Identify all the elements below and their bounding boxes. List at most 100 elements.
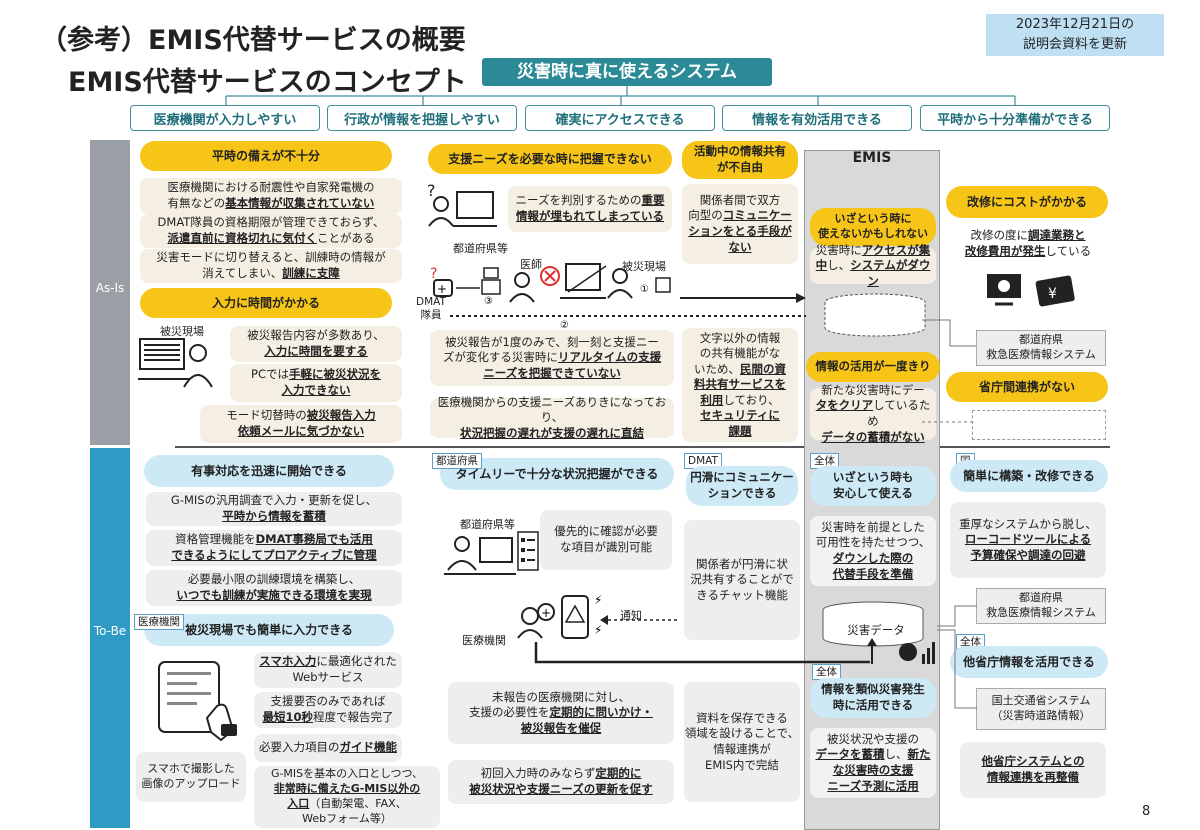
svg-text:⚡: ⚡ [594,593,602,607]
asis-heading-prep: 平時の備えが不十分 [140,141,392,171]
text: な災害時の支援 [832,763,914,777]
tobe-heading-quick: 有事対応を迅速に開始できる [144,455,394,487]
pc-money-icon: ¥ [987,274,1075,307]
asis-heading-needs: 支援ニーズを必要な時に把握できない [428,144,672,174]
text: 派遣直前に資格切れに気付く [167,231,318,245]
text: 関係者が円滑に状 [696,556,788,571]
text: PCでは [251,367,289,382]
text: ニーズを把握できていない [483,365,621,380]
tobe-side-bar [90,448,130,828]
text: Webサービス [292,670,364,684]
pref-user-icon: ? [427,181,497,227]
text: 依頼メールに気づかない [237,424,365,438]
text: EMIS内で完結 [705,757,779,772]
text: ションをとる手段が [688,224,792,238]
text: システムがダウン [850,258,931,288]
asis-box-dmat: DMAT隊員の資格期限が管理できておらず、 派遣直前に資格切れに気付くことがある [140,214,402,248]
concept-pill: 確実にアクセスできる [525,105,715,131]
text: ズが変化する災害時に [442,350,558,365]
text: 入力に時間を要する [264,344,368,358]
text: 消えてしまい、 [202,266,283,280]
pref-checklist-icon [444,531,539,575]
flow-arrows: ② [450,293,806,330]
database-icon [824,293,926,337]
text: 民間の資 [740,361,786,376]
tobe-box-train: 必要最小限の訓練環境を構築し、 いつでも訓練が実施できる環境を実現 [146,570,402,606]
text: 円滑にコミュニケー [690,470,794,485]
text: ローコードツールによる [964,532,1092,547]
text: 入力できない [281,383,351,397]
text: 予算確保や調達の回避 [970,547,1086,562]
text: ことがある [317,231,375,245]
text: 関係者間で双方 [699,192,781,207]
tobe-box-10sec: 支援要否のみであれば 最短10秒程度で報告完了 [254,692,402,728]
text: 領域を設けることで、 [684,726,800,741]
text: 況共有することがで [690,572,794,587]
text: ニーズを判別するための [515,193,642,208]
text: の共有機能がな [699,346,781,361]
text: 情報を類似災害発生 [821,682,925,697]
concept-pill: 情報を有効活用できる [722,105,912,131]
update-note-line: 2023年12月21日の [1015,17,1135,32]
text: 都道府県 [1019,333,1063,347]
svg-text:?: ? [430,266,437,282]
text: 使えないかもしれない [818,227,928,240]
text: いため、 [694,361,740,376]
db-chart-icon [867,638,935,664]
text: スマホで撮影した [147,762,235,776]
text: 救急医療情報システム [986,606,1096,619]
asis-box-many-items: 被災報告内容が多数あり、 入力に時間を要する [230,326,402,362]
text: 文字以外の情報 [699,330,781,345]
text: 災害時を前提とした [821,519,925,534]
text: 隊員 [420,309,442,321]
text: 改修費用が発生 [964,243,1046,258]
text: 代替手段を準備 [832,566,914,581]
page-title: （参考）EMIS代替サービスの概要 [40,25,466,56]
tag-hospital: 医療機関 [134,614,184,630]
svg-text:⚡: ⚡ [594,623,602,637]
text: 情報連携が [713,742,771,756]
tobe-heading-easy: 被災現場でも簡単に入力できる [144,614,394,646]
text: 課題 [728,423,752,438]
text: 定期的に [595,766,642,781]
tag-pref: 都道府県 [432,453,482,469]
text: 訓練に支障 [282,266,340,280]
tobe-heading-comm: 円滑にコミュニケー ションできる [686,466,798,506]
text: 被災報告入力 [306,408,376,423]
tobe-box-storage: 資料を保存できる 領域を設けることで、 情報連携が EMIS内で完結 [684,682,800,802]
asis-dashed-box [972,410,1106,440]
text: 料共有サービスを [694,377,786,392]
page-subtitle: EMIS代替サービスのコンセプト [68,67,467,98]
text: 支援の必要性を [469,705,550,720]
text: データを蓄積 [815,747,885,762]
tobe-box-relink: 他省庁システムとの 情報連携を再整備 [960,742,1106,798]
notify-label: 通知 [620,609,642,622]
svg-text:+: + [437,282,447,296]
site2-label: 被災現場 [622,260,666,273]
emis-title: EMIS [852,150,892,166]
tobe-heading-reuse: 情報を類似災害発生 時に活用できる [810,678,936,718]
text: 情報が埋もれてしまっている [515,209,665,223]
db-label: 災害データ [847,623,905,637]
text: 必要最小限の訓練環境を構築し、 [187,572,361,587]
n3: ③ [484,296,493,307]
text: し、 [827,258,851,273]
tobe-prefsys-box: 都道府県 救急医療情報システム [976,588,1106,624]
asis-box-pc: PCでは手軽に被災状況を 入力できない [230,364,402,402]
flow-icons: ? + ③ ① [430,263,671,307]
text: 災害時に [815,242,862,257]
text: 状況把握の遅れが支援の遅れに直結 [460,425,644,440]
text: きるチャット機能 [696,587,788,602]
text: 平時から情報を蓄積 [222,509,326,523]
text: 支援要否のみであれば [270,694,386,709]
text: 必要入力項目の [259,740,340,755]
pc-user-icon [138,338,213,388]
text: いざという時も [832,470,914,485]
asis-heading-share: 活動中の情報共有 が不自由 [682,141,798,179]
asis-box-comm: 関係者間で双方 向型のコミュニケー ションをとる手段が ない [682,184,798,264]
pref-label: 都道府県等 [453,242,508,255]
text: スマホ入力 [259,654,317,669]
text: モード切替時の [226,408,307,423]
text: ションできる [707,486,777,500]
tobe-heading-safe: いざという時も 安心して使える [810,466,936,506]
